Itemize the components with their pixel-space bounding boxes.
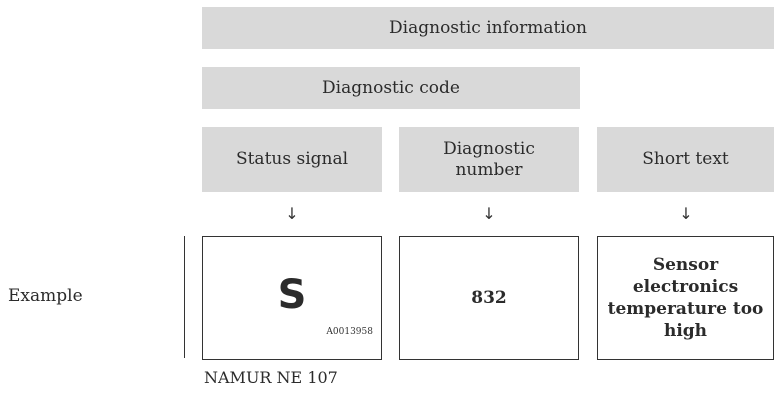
arrow-down-icon: ↓ — [679, 204, 693, 223]
diagnostic-number-value: 832 — [471, 288, 507, 308]
example-divider — [184, 236, 185, 358]
short-text-box: Short text — [597, 127, 774, 192]
diagnostic-code-bar: Diagnostic code — [202, 67, 580, 109]
arrow-down-icon: ↓ — [482, 204, 496, 223]
namur-caption: NAMUR NE 107 — [204, 368, 338, 387]
example-label: Example — [8, 286, 83, 306]
status-signal-example: S A0013958 — [202, 236, 382, 360]
short-text-label: Short text — [642, 149, 729, 169]
diagnostic-information-label: Diagnostic information — [389, 17, 587, 38]
short-text-value: Sensor electronics temperature too high — [607, 255, 764, 341]
arrow-down-icon: ↓ — [285, 204, 299, 223]
diagnostic-number-example: 832 — [399, 236, 579, 360]
diagnostic-information-bar: Diagnostic information — [202, 7, 774, 49]
status-signal-label: Status signal — [235, 149, 349, 169]
diagnostic-number-box: Diagnostic number — [399, 127, 579, 192]
diagnostic-code-label: Diagnostic code — [322, 77, 460, 98]
status-s-icon: S — [277, 272, 307, 318]
image-code: A0013958 — [326, 327, 373, 337]
diagnostic-number-label: Diagnostic number — [443, 138, 535, 180]
short-text-example: Sensor electronics temperature too high — [597, 236, 774, 360]
status-signal-box: Status signal — [202, 127, 382, 192]
